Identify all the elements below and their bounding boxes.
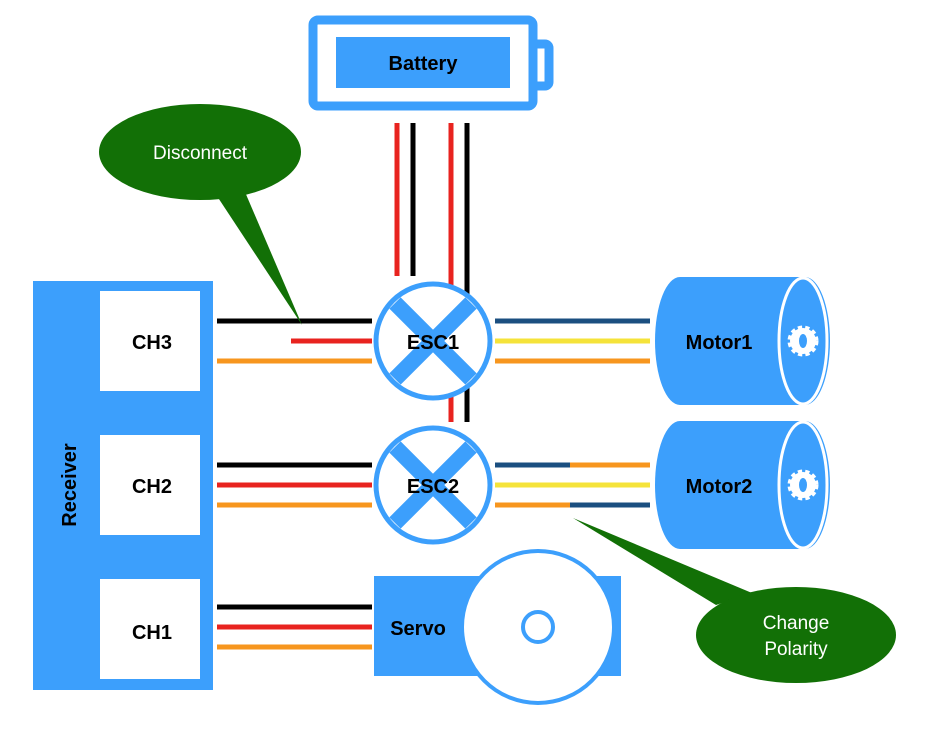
servo-shaft	[521, 610, 555, 644]
channel-ch3-label: CH3	[132, 332, 172, 354]
change-polarity-callout-line2: Polarity	[764, 639, 828, 660]
motor1[interactable]: Motor1	[655, 276, 830, 406]
motor1-body	[655, 277, 830, 405]
battery-outline	[308, 15, 538, 111]
channel-ch2[interactable]: CH2	[100, 435, 200, 535]
battery[interactable]: Battery	[308, 15, 554, 111]
channel-ch1-box	[100, 579, 200, 679]
disconnect-callout-text: Disconnect	[153, 143, 248, 164]
motor1-end-ring	[777, 276, 829, 406]
battery-terminal	[533, 39, 554, 91]
channel-ch3-box	[100, 291, 200, 391]
esc1-label: ESC1	[407, 332, 459, 354]
motor2[interactable]: Motor2	[655, 420, 830, 550]
esc2-label: ESC2	[407, 476, 459, 498]
battery-label: Battery	[389, 53, 459, 75]
channel-ch3[interactable]: CH3	[100, 291, 200, 391]
receiver[interactable]: Receiver CH3 CH2 CH1	[33, 281, 213, 690]
esc1[interactable]: ESC1	[373, 281, 493, 401]
gear-icon	[787, 469, 819, 501]
change-polarity-callout-line1: Change	[763, 613, 830, 634]
channel-ch1[interactable]: CH1	[100, 579, 200, 679]
esc2-cross-b	[389, 441, 477, 529]
esc2[interactable]: ESC2	[373, 425, 493, 545]
disconnect-callout-pointer	[213, 190, 302, 325]
motor1-label: Motor1	[686, 332, 753, 354]
esc1-motor1-wires	[495, 318, 650, 364]
receiver-label: Receiver	[59, 443, 81, 527]
channel-ch2-label: CH2	[132, 476, 172, 498]
change-polarity-callout-bubble	[696, 587, 896, 683]
disconnect-callout-bubble	[99, 104, 301, 200]
ch3-esc1-wires	[217, 318, 372, 364]
servo[interactable]: Servo	[374, 549, 621, 705]
motor2-label: Motor2	[686, 476, 753, 498]
ch1-servo-wires	[217, 604, 372, 650]
motor2-end-ring	[777, 420, 829, 550]
battery-cell	[336, 37, 510, 88]
channel-ch1-label: CH1	[132, 622, 172, 644]
ch2-esc2-wires	[217, 462, 372, 508]
change-polarity-callout: Change Polarity	[573, 518, 896, 683]
gear-icon	[787, 325, 819, 357]
channel-ch2-box	[100, 435, 200, 535]
esc1-cross-b	[389, 297, 477, 385]
servo-label: Servo	[390, 618, 446, 640]
esc2-motor2-wires	[495, 462, 650, 508]
change-polarity-callout-pointer	[573, 518, 752, 605]
motor2-body	[655, 421, 830, 549]
disconnect-callout: Disconnect	[99, 104, 302, 325]
